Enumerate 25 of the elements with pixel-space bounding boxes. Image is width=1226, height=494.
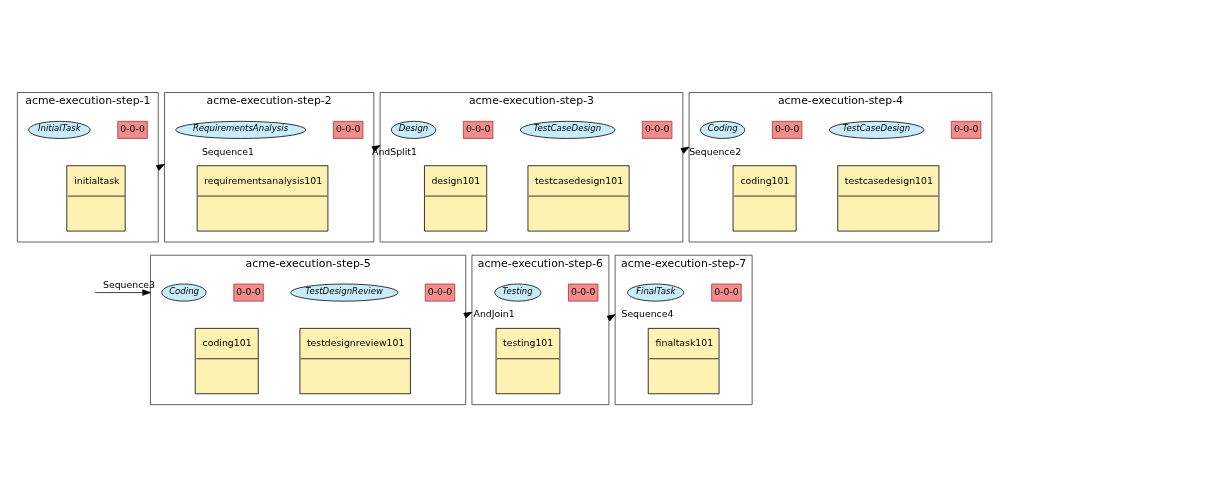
node-ellipse: Coding: [699, 120, 746, 139]
node-box: 0-0-0: [642, 120, 673, 139]
node-box: 0-0-0: [462, 120, 494, 139]
arrow: [96, 288, 151, 296]
node-box: 0-0-0: [333, 120, 364, 139]
node-ellipse: TestCaseDesign: [828, 120, 925, 139]
node-ellipse: Design: [390, 120, 437, 139]
node-ellipse: TestCaseDesign: [519, 120, 616, 139]
node-ellipse: RequirementsAnalysis: [175, 120, 307, 139]
node-ellipse: TestDesignReview: [290, 283, 399, 302]
node-ellipse: InitialTask: [28, 120, 91, 139]
node-box: 0-0-0: [117, 120, 148, 139]
edge-label: Sequence1: [201, 145, 254, 156]
node-box: 0-0-0: [711, 283, 742, 302]
node-ellipse: Testing: [494, 283, 542, 302]
node-box: 0-0-0: [424, 283, 456, 302]
edge-label: Sequence4: [621, 307, 674, 319]
edge-label: AndJoin1: [473, 307, 515, 319]
node-box: 0-0-0: [951, 120, 982, 139]
node-box: 0-0-0: [568, 283, 599, 302]
node-box: 0-0-0: [772, 120, 803, 139]
node-box: 0-0-0: [233, 283, 264, 302]
node-ellipse: Coding: [161, 283, 207, 302]
node-ellipse: FinalTask: [627, 283, 685, 302]
edge-label: Sequence2: [689, 145, 742, 156]
